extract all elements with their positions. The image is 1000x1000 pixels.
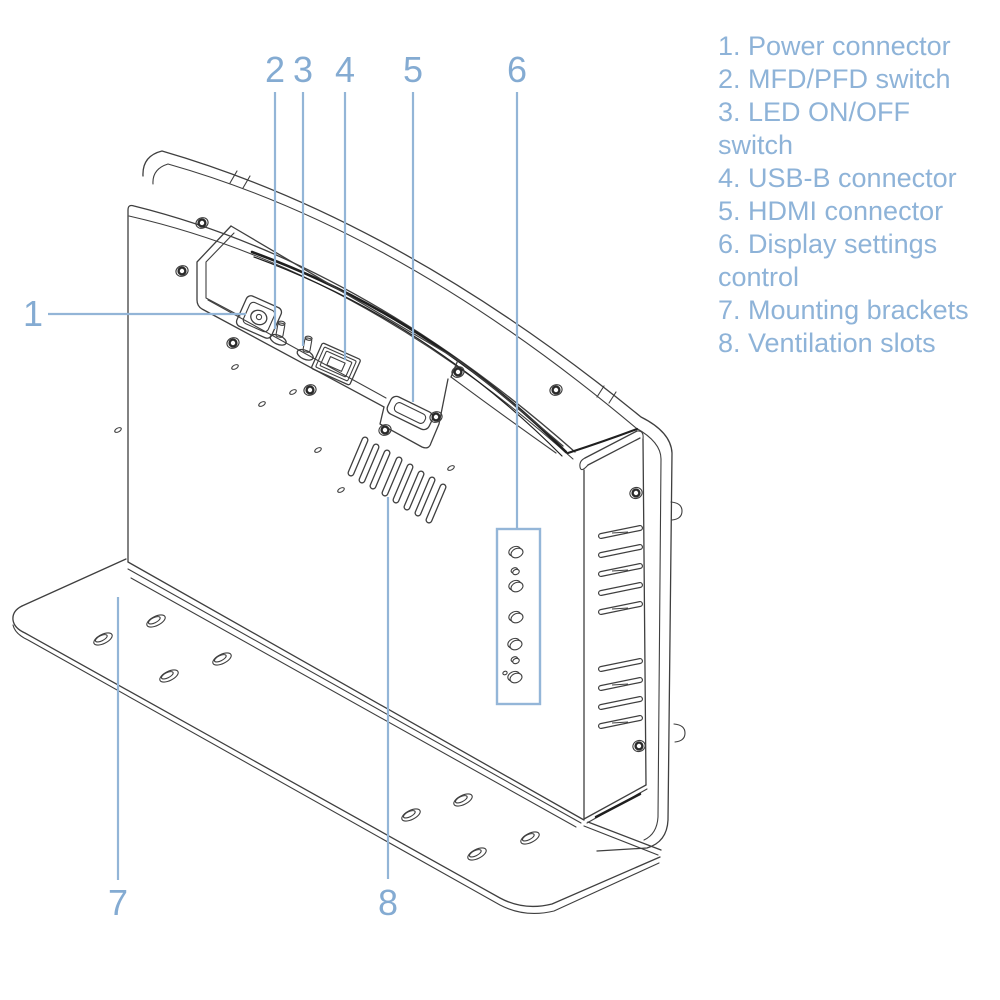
- legend-item: 5. HDMI connector: [718, 196, 944, 226]
- callout-number-2: 2: [265, 49, 285, 90]
- callout-number-6: 6: [507, 49, 527, 90]
- ventilation-slots-back: [347, 436, 447, 524]
- bezel-tab-right: [596, 385, 617, 404]
- bezel-knob-upper: [670, 501, 683, 521]
- callout-leader-lines: [48, 92, 519, 880]
- legend-item: 6. Display settings control: [718, 229, 938, 292]
- screws: [175, 217, 646, 753]
- power-connector: [235, 295, 283, 339]
- mfd-pfd-switch: [269, 320, 287, 346]
- front-bezel: [142, 150, 686, 852]
- led-on-off-switch: [296, 335, 314, 361]
- ventilation-slots-side: [598, 525, 643, 729]
- callout-number-5: 5: [403, 49, 423, 90]
- mounting-bracket: [12, 558, 662, 914]
- legend-item: 3. LED ON/OFF switch: [718, 97, 911, 160]
- usb-b-connector: [311, 342, 361, 386]
- legend-item: 8. Ventilation slots: [718, 328, 936, 358]
- hdmi-connector: [386, 395, 434, 431]
- display-settings-buttons: [495, 527, 542, 706]
- callout-number-3: 3: [293, 49, 313, 90]
- rivet-holes: [114, 364, 455, 493]
- callout-numbers: 1 2 3 4 5 6 7 8: [23, 49, 527, 923]
- bezel-knob-lower: [673, 723, 686, 743]
- callout-number-1: 1: [23, 293, 43, 334]
- connector-bay: [196, 225, 564, 454]
- legend-item: 7. Mounting brackets: [718, 295, 969, 325]
- callout-number-7: 7: [108, 882, 128, 923]
- legend-item: 2. MFD/PFD switch: [718, 64, 951, 94]
- legend: 1. Power connector 2. MFD/PFD switch 3. …: [718, 30, 986, 360]
- bezel-tab-top: [229, 170, 251, 189]
- callout-number-4: 4: [335, 49, 355, 90]
- mounting-holes: [93, 614, 540, 861]
- callout-number-8: 8: [378, 882, 398, 923]
- legend-item: 4. USB-B connector: [718, 163, 957, 193]
- callout-6-highlight-box: [495, 527, 542, 706]
- legend-item: 1. Power connector: [718, 31, 951, 61]
